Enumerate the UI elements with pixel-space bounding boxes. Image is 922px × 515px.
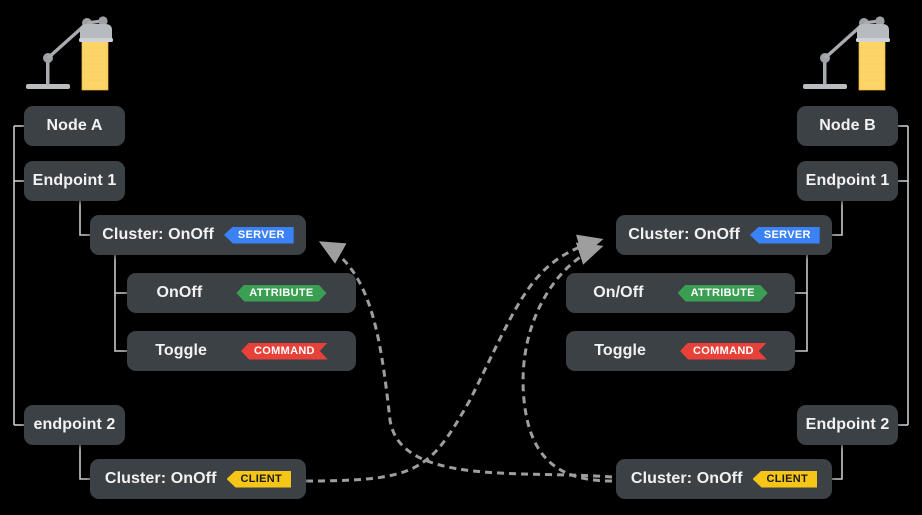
desk-lamp-icon — [803, 16, 890, 91]
right-command-label: Toggle — [594, 342, 647, 359]
left-command-row[interactable]: Toggle COMMAND — [127, 331, 356, 371]
left-attribute-row[interactable]: OnOff ATTRIBUTE — [127, 273, 356, 313]
right-cluster-client-box[interactable]: Cluster: OnOff CLIENT — [616, 459, 832, 499]
right-endpoint-1-box[interactable]: Endpoint 1 — [797, 161, 898, 201]
node-b-box[interactable]: Node B — [797, 106, 898, 146]
left-endpoint-2-box[interactable]: endpoint 2 — [24, 405, 125, 445]
right-cluster-server-box[interactable]: Cluster: OnOff SERVER — [616, 215, 832, 255]
command-badge: COMMAND — [241, 343, 328, 360]
left-cluster-server-label: Cluster: OnOff — [102, 226, 214, 243]
left-cluster-server-box[interactable]: Cluster: OnOff SERVER — [90, 215, 306, 255]
left-cluster-client-box[interactable]: Cluster: OnOff CLIENT — [90, 459, 306, 499]
left-attribute-label: OnOff — [156, 284, 203, 301]
right-attribute-row[interactable]: On/Off ATTRIBUTE — [566, 273, 795, 313]
attribute-badge: ATTRIBUTE — [236, 285, 326, 302]
client-badge: CLIENT — [226, 470, 292, 488]
node-b-label: Node B — [819, 117, 876, 134]
command-badge: COMMAND — [680, 343, 767, 360]
left-endpoint-1-label: Endpoint 1 — [32, 172, 117, 189]
right-cluster-server-label: Cluster: OnOff — [628, 226, 740, 243]
attribute-badge: ATTRIBUTE — [678, 285, 768, 302]
right-endpoint-2-box[interactable]: Endpoint 2 — [797, 405, 898, 445]
right-attribute-label: On/Off — [593, 284, 644, 301]
server-badge: SERVER — [749, 226, 820, 244]
client-badge: CLIENT — [752, 470, 818, 488]
node-a-label: Node A — [46, 117, 103, 134]
node-a-box[interactable]: Node A — [24, 106, 125, 146]
server-badge: SERVER — [223, 226, 294, 244]
desk-lamp-icon — [26, 16, 113, 91]
right-command-row[interactable]: Toggle COMMAND — [566, 331, 795, 371]
right-endpoint-2-label: Endpoint 2 — [805, 416, 890, 433]
right-endpoint-1-label: Endpoint 1 — [805, 172, 890, 189]
right-cluster-client-label: Cluster: OnOff — [630, 470, 743, 487]
left-endpoint-2-label: endpoint 2 — [33, 416, 116, 433]
left-endpoint-1-box[interactable]: Endpoint 1 — [24, 161, 125, 201]
left-cluster-client-label: Cluster: OnOff — [104, 470, 217, 487]
left-command-label: Toggle — [155, 342, 208, 359]
